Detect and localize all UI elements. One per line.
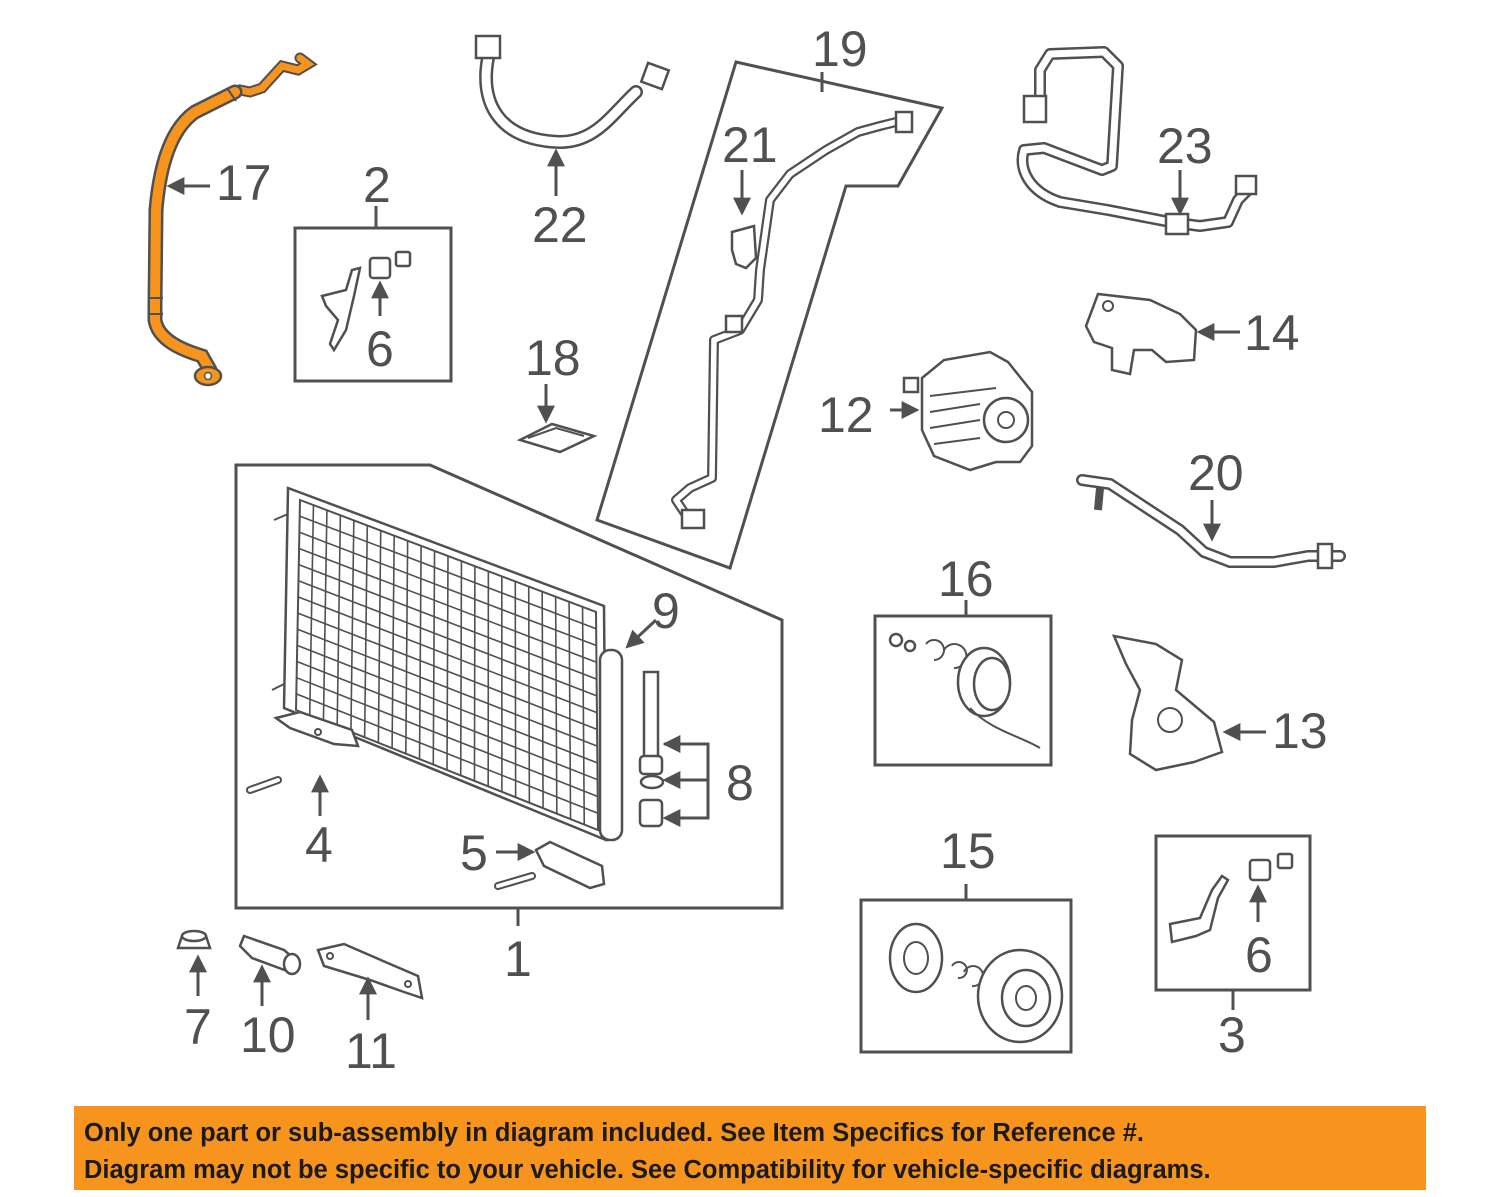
callout-17: 17	[216, 155, 272, 211]
condenser-grid-line	[541, 591, 544, 809]
callout-10: 10	[240, 1007, 296, 1063]
callout-20: 20	[1188, 445, 1244, 501]
condenser-grid-line	[298, 547, 597, 664]
condenser-grid-line	[296, 644, 598, 764]
condenser-grid-line	[391, 535, 395, 749]
callout-6-bottom: 6	[1245, 927, 1273, 983]
callout-3: 3	[1218, 1007, 1246, 1063]
condenser-grid-line	[581, 606, 586, 825]
part-22-hose	[474, 34, 671, 196]
part-7-cap	[176, 929, 212, 996]
callout-12: 12	[818, 387, 874, 443]
part-13-bracket	[1111, 634, 1266, 772]
disclaimer-line-1: Only one part or sub-assembly in diagram…	[84, 1119, 1144, 1147]
condenser-grid-line	[568, 601, 572, 820]
callout-8: 8	[726, 755, 754, 811]
condenser-grid-line	[297, 628, 598, 747]
condenser-grid-line	[322, 510, 328, 721]
callout-4: 4	[305, 817, 333, 873]
callout-5: 5	[460, 825, 488, 881]
condenser-grid-line	[432, 550, 436, 765]
condenser-grid-line	[297, 596, 598, 714]
condenser-grid-line	[446, 555, 449, 771]
condenser-grid-line	[296, 676, 598, 798]
disclaimer-banner: Only one part or sub-assembly in diagram…	[74, 1106, 1426, 1190]
disclaimer-line-2: Diagram may not be specific to your vehi…	[84, 1156, 1211, 1184]
callout-1: 1	[504, 931, 532, 987]
condenser-grid-line	[350, 520, 355, 732]
part-20-pipe	[1076, 474, 1346, 570]
part-19-line-group	[595, 60, 945, 570]
callout-2: 2	[363, 157, 391, 213]
parts-diagram: 17 22 2 6 18 19 21	[147, 21, 1346, 1075]
part-18-clip	[516, 384, 598, 454]
condenser-grid-line	[299, 515, 597, 630]
callout-15: 15	[940, 823, 996, 879]
part-3-group	[1154, 834, 1312, 1010]
part-16-group	[873, 600, 1053, 767]
callout-9: 9	[652, 583, 680, 639]
part-10-sensor	[238, 934, 302, 1006]
condenser-grid-line	[527, 586, 531, 803]
callout-19: 19	[812, 21, 868, 77]
condenser-grid-line	[418, 545, 422, 760]
condenser-grid-line	[336, 515, 342, 727]
part-14-bracket	[1084, 292, 1240, 376]
condenser-grid-line	[296, 693, 599, 814]
callout-16: 16	[938, 551, 994, 607]
part-2-group	[293, 206, 453, 383]
callout-11: 11	[345, 1023, 397, 1075]
part-11-bracket	[316, 942, 424, 1020]
condenser-grid-line	[299, 531, 597, 647]
callout-18: 18	[525, 330, 581, 386]
condenser-grid-line	[363, 525, 369, 738]
callout-7: 7	[184, 999, 212, 1055]
callout-21: 21	[722, 117, 778, 173]
callout-23: 23	[1157, 118, 1213, 174]
part-1-condenser-group	[234, 463, 784, 926]
part-12-compressor	[890, 350, 1034, 472]
condenser-grid-line	[554, 596, 558, 814]
condenser-grid-line	[298, 563, 597, 680]
condenser-grid-line	[297, 612, 598, 731]
condenser-grid-line	[296, 660, 598, 781]
condenser-grid-line	[308, 505, 315, 716]
callout-14: 14	[1244, 305, 1300, 361]
callout-13: 13	[1272, 703, 1328, 759]
callout-6-top: 6	[366, 321, 394, 377]
condenser-grid-line	[298, 580, 598, 697]
condenser-grid-line	[459, 561, 463, 776]
part-15-group	[859, 884, 1073, 1054]
condenser-grid-line	[405, 540, 409, 754]
part-23-pipe	[1016, 46, 1258, 236]
condenser-grid-line	[377, 530, 382, 743]
callout-22: 22	[532, 197, 588, 253]
condenser-core-grid	[296, 505, 599, 825]
part-17-hose	[147, 52, 318, 387]
